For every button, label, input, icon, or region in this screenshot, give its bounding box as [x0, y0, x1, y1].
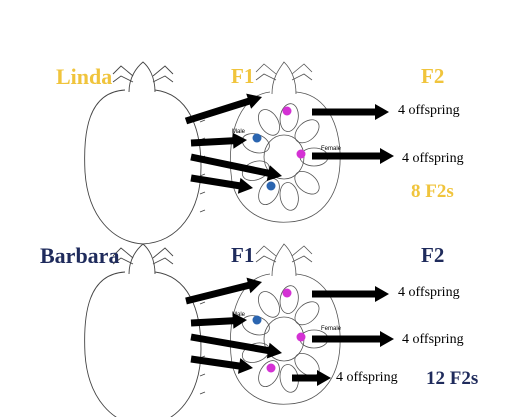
parent-mite-row2-leg-2 — [152, 247, 174, 259]
parent-mite-row1-body — [84, 89, 202, 245]
f1-mite-row1-embryo-1 — [294, 170, 320, 195]
f1-mite-row2-embryo-7 — [279, 285, 299, 314]
parent-mite-row1-bristle-4 — [199, 191, 206, 195]
f1-mite-row1-embryo-4 — [241, 160, 270, 181]
offspring-label-row2-1: 4 offspring — [398, 285, 460, 300]
parent-mite-row1-leg-2 — [152, 65, 174, 77]
arrow-row2-offspring-3 — [292, 370, 331, 386]
f1-mite-row1-head — [271, 61, 297, 95]
arrow-row2-c — [190, 333, 282, 359]
f1-mite-row1-embryo-3 — [258, 178, 280, 205]
female-dot-row1-1 — [282, 106, 292, 116]
male-dot-row1-2 — [266, 181, 276, 191]
arrow-row2-a — [185, 277, 262, 305]
parent-mite-row1-head — [128, 61, 156, 93]
male-dot-row1-1 — [252, 133, 262, 143]
f1-mite-row2-embryo-3 — [258, 360, 280, 387]
f1-mite-row2-embryo-6 — [258, 291, 280, 318]
f2-label-row2: F2 — [421, 243, 445, 267]
parent-label-barbara: Barbara — [40, 243, 120, 268]
arrow-row2-d — [190, 355, 253, 374]
parent-mite-row2-leg-1 — [112, 257, 134, 265]
arrow-row2-offspring-2 — [312, 331, 394, 347]
male-label-row1: Male — [232, 129, 246, 135]
male-dot-row2-1 — [252, 315, 262, 325]
f1-mite-row1-leg-1 — [255, 73, 277, 81]
parent-mite-row1-bristle-0 — [199, 119, 206, 123]
f1-mite-row1-embryo-8 — [294, 119, 320, 144]
female-label-row2: Female — [321, 326, 342, 332]
offspring-label-row1-1: 4 offspring — [398, 103, 460, 118]
f1-mite-row2-head — [271, 243, 297, 277]
male-label-row2: Male — [232, 312, 246, 318]
f1-label-row2: F1 — [231, 243, 255, 267]
arrow-row1-a — [184, 93, 262, 125]
parent-mite-row2-leg-0 — [112, 247, 134, 259]
female-dot-row2-1 — [282, 288, 292, 298]
f1-mite-row1-embryo-2 — [279, 182, 299, 211]
f1-mite-row2-leg-1 — [255, 255, 277, 263]
f1-mite-row1-leg-2 — [291, 63, 313, 75]
parent-mite-row2-body — [84, 271, 202, 417]
female-dot-row2-2 — [296, 332, 306, 342]
parent-mite-row1-leg-0 — [112, 65, 134, 77]
arrow-row1-c — [190, 153, 282, 181]
f1-mite-row1-leg-3 — [291, 73, 313, 81]
parent-mite-row2-head — [128, 243, 156, 275]
f1-mite-row2-leg-2 — [291, 245, 313, 257]
arrow-row1-offspring-2 — [312, 148, 394, 164]
total-f2-row2: 12 F2s — [426, 368, 479, 389]
f1-mite-row1-leg-0 — [255, 63, 277, 75]
arrow-row1-offspring-1 — [312, 104, 389, 120]
parent-mite-row2-bristle-0 — [199, 301, 206, 305]
arrow-row1-b — [190, 132, 247, 149]
offspring-label-row2-3: 4 offspring — [336, 370, 398, 385]
parent-label-linda: Linda — [56, 64, 113, 89]
parent-mite-row2-bristle-5 — [199, 391, 206, 395]
arrow-row1-d — [190, 174, 253, 194]
f1-mite-row1-embryo-7 — [279, 103, 299, 132]
female-dot-row1-2 — [296, 149, 306, 159]
parent-mite-row1-leg-1 — [112, 75, 134, 83]
f1-mite-row1-embryo-6 — [258, 109, 280, 136]
parent-mite-row2-bristle-4 — [199, 373, 206, 377]
f1-label-row1: F1 — [231, 64, 255, 88]
parent-mite-row2-leg-3 — [152, 257, 174, 265]
total-f2-row1: 8 F2s — [411, 181, 454, 202]
female-dot-row2-3 — [266, 363, 276, 373]
f1-mite-row2-leg-0 — [255, 245, 277, 257]
female-label-row1: Female — [321, 146, 342, 152]
offspring-label-row1-2: 4 offspring — [402, 151, 464, 166]
arrow-row2-offspring-1 — [312, 286, 389, 302]
f1-mite-row2-embryo-8 — [294, 301, 320, 326]
parent-mite-row1-bristle-5 — [199, 209, 206, 213]
offspring-label-row2-2: 4 offspring — [402, 332, 464, 347]
parent-mite-row1-leg-3 — [152, 75, 174, 83]
parent-mite-row1-bristle-3 — [199, 173, 206, 177]
f1-mite-row2-leg-3 — [291, 255, 313, 263]
f1-mite-row1-body — [229, 91, 341, 223]
arrow-row2-b — [190, 312, 247, 329]
f2-label-row1: F2 — [421, 64, 445, 88]
